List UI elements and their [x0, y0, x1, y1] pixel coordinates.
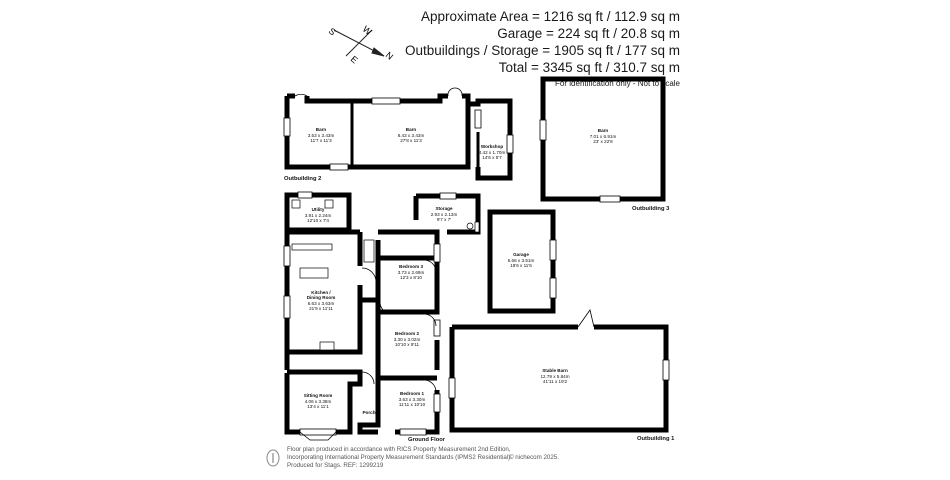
copyright: © nichecom 2025. [509, 454, 559, 461]
outbuildings-area: Outbuildings / Storage = 1905 sq ft / 17… [404, 43, 680, 58]
walls [284, 76, 669, 435]
bedroom-3-dims: 3.73 x 2.69m [398, 270, 425, 275]
footer-line-3: Produced for Stags. REF: 1299219 [287, 462, 384, 469]
sitting-room-dims: 4.06 x 3.38m [305, 399, 332, 404]
outbuilding-1-label: Outbuilding 1 [637, 436, 675, 442]
barn-mid-imperial: 27'8 x 11'3 [400, 138, 422, 143]
disclaimer-note: For identification only - Not to scale [555, 79, 680, 88]
garage-area: Garage = 224 sq ft / 20.8 sq m [497, 26, 680, 41]
bedroom-2-name: Bedroom 2 [395, 331, 419, 336]
outbuilding-2-label: Outbuilding 2 [284, 176, 321, 182]
barn-left-name: Barn [316, 127, 327, 132]
rics-logo-icon [266, 449, 280, 467]
utility-name: Utility [312, 207, 325, 212]
storage-name: Storage [435, 206, 453, 211]
sitting-room-name: Sitting Room [304, 393, 333, 398]
garage-name: Garage [513, 252, 529, 257]
workshop-dims: 4.42 x 1.70m [479, 150, 506, 155]
bedroom-3-name: Bedroom 3 [399, 264, 423, 269]
barn-left-dims: 3.53 x 3.43m [308, 133, 335, 138]
storage-imperial: 9'7 x 7' [437, 217, 451, 222]
utility-imperial: 12'10 x 7'4 [307, 218, 329, 223]
doors [294, 87, 595, 441]
garage-imperial: 18'6 x 11'6 [510, 263, 532, 268]
outbuilding-3-label: Outbuilding 3 [632, 206, 670, 212]
main-house-walls [287, 229, 440, 292]
bedroom-1-imperial: 11'11 x 10'10 [399, 402, 426, 407]
approximate-area: Approximate Area = 1216 sq ft / 112.9 sq… [420, 9, 680, 24]
sitting-room-imperial: 13'4 x 11'1 [307, 404, 329, 409]
stable-barn-dims: 12.79 x 5.84m [540, 374, 569, 379]
compass-icon [333, 29, 385, 57]
barn-mid-name: Barn [406, 127, 417, 132]
storage-dims: 2.93 x 2.13m [431, 212, 458, 217]
compass-e-label: E [349, 54, 360, 66]
barn-right-imperial: 23' x 22'8 [593, 139, 613, 144]
footer: Floor plan produced in accordance with R… [287, 446, 559, 470]
bedroom-2-imperial: 10'10 x 9'11 [395, 342, 420, 347]
stable-barn-name: Stable Barn [542, 368, 568, 373]
workshop-name: Workshop [481, 144, 504, 149]
kitchen-name: Kitchen / [311, 290, 331, 295]
compass-s-label: S [327, 26, 338, 38]
bedroom-1-name: Bedroom 1 [400, 391, 424, 396]
kitchen-name-line2: Dining Room [307, 295, 336, 300]
barn-left-imperial: 11'7 x 11'3 [310, 138, 332, 143]
utility-dims: 3.91 x 2.24m [305, 213, 332, 218]
ground-floor-label: Ground Floor [408, 437, 446, 443]
garage-dims: 5.66 x 3.51m [508, 258, 535, 263]
kitchen-imperial: 21'9 x 11'11 [309, 306, 333, 311]
bedroom-2-dims: 3.30 x 3.02m [394, 337, 421, 342]
fixtures [291, 199, 480, 351]
barn-right-name: Barn [598, 128, 609, 133]
barn-mid-dims: 8.43 x 3.43m [398, 133, 425, 138]
outbuilding-2-walls [284, 96, 513, 181]
porch-name: Porch [362, 410, 375, 415]
bedroom-1-dims: 3.63 x 3.30m [399, 397, 426, 402]
total-area: Total = 3345 sq ft / 310.7 sq m [498, 60, 680, 75]
footer-line-1: Floor plan produced in accordance with R… [287, 446, 511, 453]
footer-line-2: Incorporating International Property Mea… [287, 454, 512, 461]
bedroom-3-imperial: 12'3 x 8'10 [400, 275, 422, 280]
windows [283, 97, 670, 436]
workshop-imperial: 14'6 x 5'7 [482, 155, 502, 160]
compass-w-label: W [361, 24, 374, 37]
stable-barn-imperial: 41'11 x 19'2 [543, 379, 568, 384]
compass-n-label: N [384, 50, 395, 62]
barn-right-dims: 7.01 x 6.91m [590, 134, 617, 139]
kitchen-dims: 6.63 x 3.63m [308, 301, 335, 306]
area-summary: Approximate Area = 1216 sq ft / 112.9 sq… [405, 8, 680, 90]
